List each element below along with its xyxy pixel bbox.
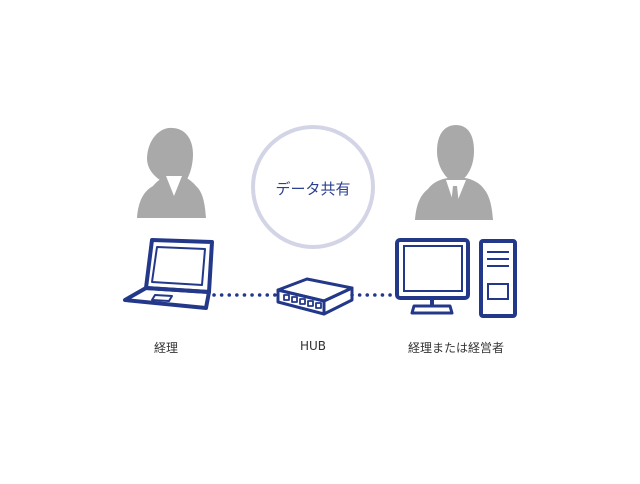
laptop-icon [123,238,214,310]
data-share-circle [251,125,375,249]
data-share-text: データ共有 [275,180,351,198]
hub-icon [276,277,354,316]
person-collar-icon [166,176,182,196]
hub-label: HUB [299,339,327,353]
laptop-label: 経理 [153,341,179,355]
desktop-label: 経理または経営者 [407,341,505,355]
desktop-computer-icon [395,238,517,318]
shirt-and-tie-icon [446,180,466,212]
person-icon [137,127,206,218]
